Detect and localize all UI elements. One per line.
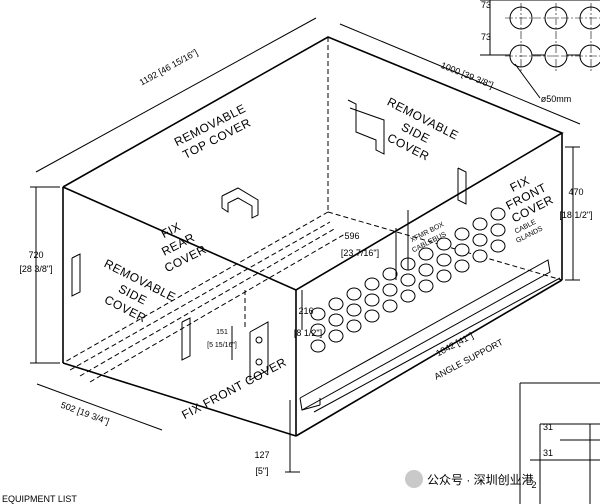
label-removable-top-cover: REMOVABLE TOP COVER [172, 101, 253, 162]
label-fix-rear-cover: FIX REAR COVER [159, 219, 209, 275]
cable-gland-holes [310, 207, 506, 353]
gland-hole [454, 259, 470, 273]
gland-hole [310, 323, 326, 337]
wechat-icon [405, 470, 423, 488]
gland-hole [418, 263, 434, 277]
dim-73-a: 73 [481, 0, 491, 10]
dim-470-in: [18 1/2"] [559, 210, 592, 220]
label-equipment-list: EQUIPMENT LIST [2, 494, 77, 504]
dim-151-in: [5 15/16"] [207, 342, 237, 349]
gland-hole [418, 247, 434, 261]
dim-720-in: [28 3/8"] [19, 264, 52, 274]
corner-detail [519, 382, 600, 504]
cover-handles [71, 99, 467, 361]
gland-hole [490, 239, 506, 253]
dim-720-mm: 720 [28, 250, 43, 260]
dim-31-a: 31 [543, 422, 553, 432]
gland-hole [490, 207, 506, 221]
hole-pattern-detail [480, 0, 600, 99]
gland-hole [472, 217, 488, 231]
dim-127-in: [5"] [255, 466, 268, 476]
gland-hole [436, 269, 452, 283]
label-fix-front-cover-bottom: FIX FRONT COVER [179, 355, 289, 422]
gland-hole [328, 313, 344, 327]
gland-hole [310, 307, 326, 321]
label-fix-front-cover-right: FIX FRONT COVER [503, 173, 555, 225]
dim-2: 2 [531, 480, 536, 490]
gland-hole [364, 293, 380, 307]
gland-hole [382, 283, 398, 297]
gland-hole [328, 329, 344, 343]
gland-hole [364, 277, 380, 291]
gland-hole [472, 233, 488, 247]
gland-hole [310, 339, 326, 353]
gland-hole [328, 297, 344, 311]
gland-hole [418, 279, 434, 293]
dim-470-mm: 470 [568, 187, 583, 197]
gland-hole [400, 289, 416, 303]
mounting-bracket [249, 321, 269, 381]
gland-hole [346, 303, 362, 317]
gland-hole [454, 243, 470, 257]
dim-596-in: [23 7/16"] [341, 248, 379, 258]
watermark-text: 公众号 · 深圳创业港 [427, 472, 534, 487]
gland-hole [382, 267, 398, 281]
angle-support [299, 259, 551, 411]
dimension-lines [30, 17, 581, 473]
dim-127: 127 [254, 450, 269, 460]
gland-hole [346, 287, 362, 301]
gland-hole [472, 249, 488, 263]
label-hole-dia: ø50mm [541, 94, 572, 104]
gland-hole [436, 237, 452, 251]
dim-502: 502 [19 3/4"] [59, 400, 110, 427]
gland-hole [490, 223, 506, 237]
gland-hole [364, 309, 380, 323]
gland-hole [400, 273, 416, 287]
dim-216-in: [8 1/2"] [294, 328, 322, 338]
gland-hole [436, 253, 452, 267]
dim-151: 151 [216, 329, 228, 336]
watermark: 公众号 · 深圳创业港 [405, 468, 534, 490]
gland-hole [382, 299, 398, 313]
gland-hole [454, 227, 470, 241]
dim-31-b: 31 [543, 448, 553, 458]
dim-216: 216 [298, 306, 313, 316]
box-outline [62, 36, 564, 437]
dim-596: 596 [344, 231, 359, 241]
dim-73-b: 73 [481, 32, 491, 42]
dim-1192: 1192 [46 15/16"] [138, 47, 200, 87]
gland-hole [346, 319, 362, 333]
